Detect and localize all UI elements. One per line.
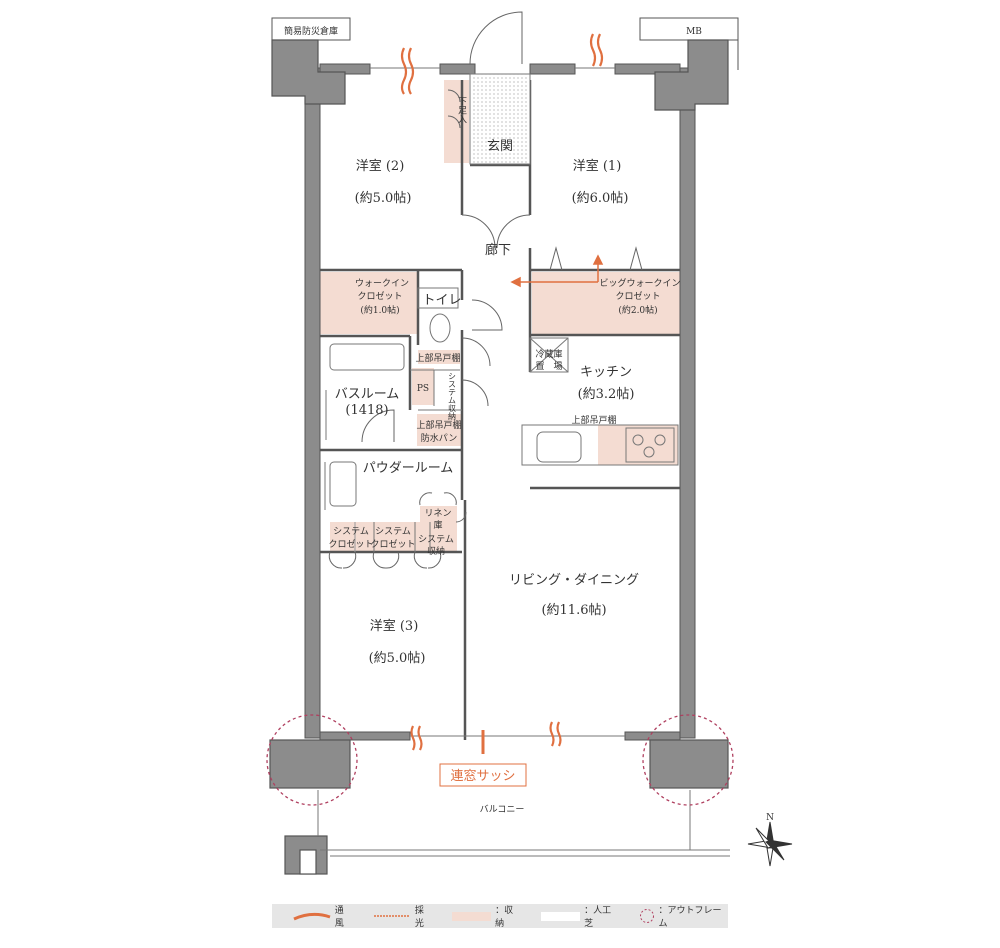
system-closet-a-1: システム	[333, 526, 369, 537]
columns	[269, 39, 729, 875]
system-storage-c-2: 収納	[427, 545, 445, 557]
toilet-label: トイレ	[422, 293, 461, 308]
doors	[328, 11, 643, 569]
linen-label-1: リネン	[424, 508, 451, 519]
outframe-markers	[266, 714, 734, 806]
entrance-label: 玄関	[487, 139, 513, 154]
legend-daylight-label: 採光	[414, 906, 424, 929]
system-closet-b-1: システム	[375, 526, 411, 537]
sash-label: 連窓サッシ	[450, 768, 515, 784]
wic-label-2: クロゼット	[357, 290, 402, 302]
western-room-1-name: 洋室 (1)	[573, 158, 622, 174]
kitchen-upper-cabinet: 上部吊戸棚	[571, 414, 616, 426]
legend: 通風 採光 ：収納 ：人工芝 ：アウトフレーム	[272, 903, 728, 929]
system-storage-vertical: システム収納	[448, 372, 457, 421]
kitchen-size: (約3.2帖)	[578, 387, 635, 402]
western-room-3-name: 洋室 (3)	[370, 618, 419, 634]
legend-outframe-label: ：アウトフレーム	[658, 906, 722, 929]
western-room-2-size: (約5.0帖)	[355, 191, 412, 206]
turf-swatch	[541, 911, 581, 921]
legend-daylight: 採光	[372, 903, 432, 929]
ventilation-icon	[293, 912, 331, 921]
ps-label: PS	[417, 384, 429, 394]
western-room-1-size: (約6.0帖)	[572, 191, 629, 206]
linen-label-2: 庫	[433, 519, 442, 531]
living-dining-name: リビング・ダイニング	[509, 573, 639, 588]
mb-label: MB	[686, 27, 702, 37]
big-wic-label-2: クロゼット	[615, 290, 660, 302]
daylight-icon	[374, 915, 411, 917]
wic-size: (約1.0帖)	[360, 304, 399, 316]
sash-label-box	[439, 763, 527, 787]
western-room-3-size: (約5.0帖)	[369, 651, 426, 666]
north-label: N	[766, 813, 774, 823]
legend-turf: ：人工芝	[541, 903, 619, 929]
legend-turf-label: ：人工芝	[584, 906, 612, 929]
outdoor-storage	[271, 17, 739, 96]
powder-room-label: パウダールーム	[363, 461, 454, 476]
western-room-2-name: 洋室 (2)	[356, 158, 405, 174]
fridge-label-1: 冷蔵庫	[535, 348, 562, 360]
storage-swatch	[452, 911, 492, 921]
upper-cabinet-label: 上部吊戸棚	[415, 352, 460, 364]
bathroom-name: バスルーム	[335, 387, 400, 402]
upper-cabinet-2: 上部吊戸棚	[416, 419, 461, 431]
exterior-walls	[304, 63, 696, 741]
legend-ventilation-label: 通風	[334, 906, 344, 929]
living-dining-size: (約11.6帖)	[541, 603, 606, 618]
interior-walls	[320, 80, 680, 740]
waterproof-pan: 防水パン	[421, 432, 457, 444]
legend-storage: ：収納	[452, 903, 521, 929]
legend-storage-label: ：収納	[495, 906, 514, 929]
system-closet-b-2: クロゼット	[370, 538, 415, 550]
ventilation-arrows	[400, 33, 604, 754]
compass-icon	[747, 821, 793, 867]
system-closet-a-2: クロゼット	[328, 538, 373, 550]
bathroom-size: (1418)	[345, 403, 388, 418]
system-storage-c-1: システム	[418, 534, 454, 545]
legend-ventilation: 通風	[292, 903, 352, 929]
kitchen-name: キッチン	[580, 365, 632, 380]
big-wic-size: (約2.0帖)	[618, 304, 657, 316]
balcony-label: バルコニー	[480, 804, 525, 815]
detail-lines	[317, 67, 730, 857]
disaster-storage-label: 簡易防災倉庫	[284, 25, 338, 37]
legend-outframe: ：アウトフレーム	[639, 903, 728, 929]
outframe-icon	[639, 909, 654, 923]
fridge-label-2: 置 場	[535, 360, 562, 372]
hallway-label: 廊下	[485, 242, 511, 258]
shoe-box-label: 下足入	[456, 97, 467, 124]
airflow-arrow	[510, 254, 604, 288]
big-wic-label-1: ビッグウォークイン	[599, 277, 680, 289]
wic-label-1: ウォークイン	[355, 278, 409, 289]
